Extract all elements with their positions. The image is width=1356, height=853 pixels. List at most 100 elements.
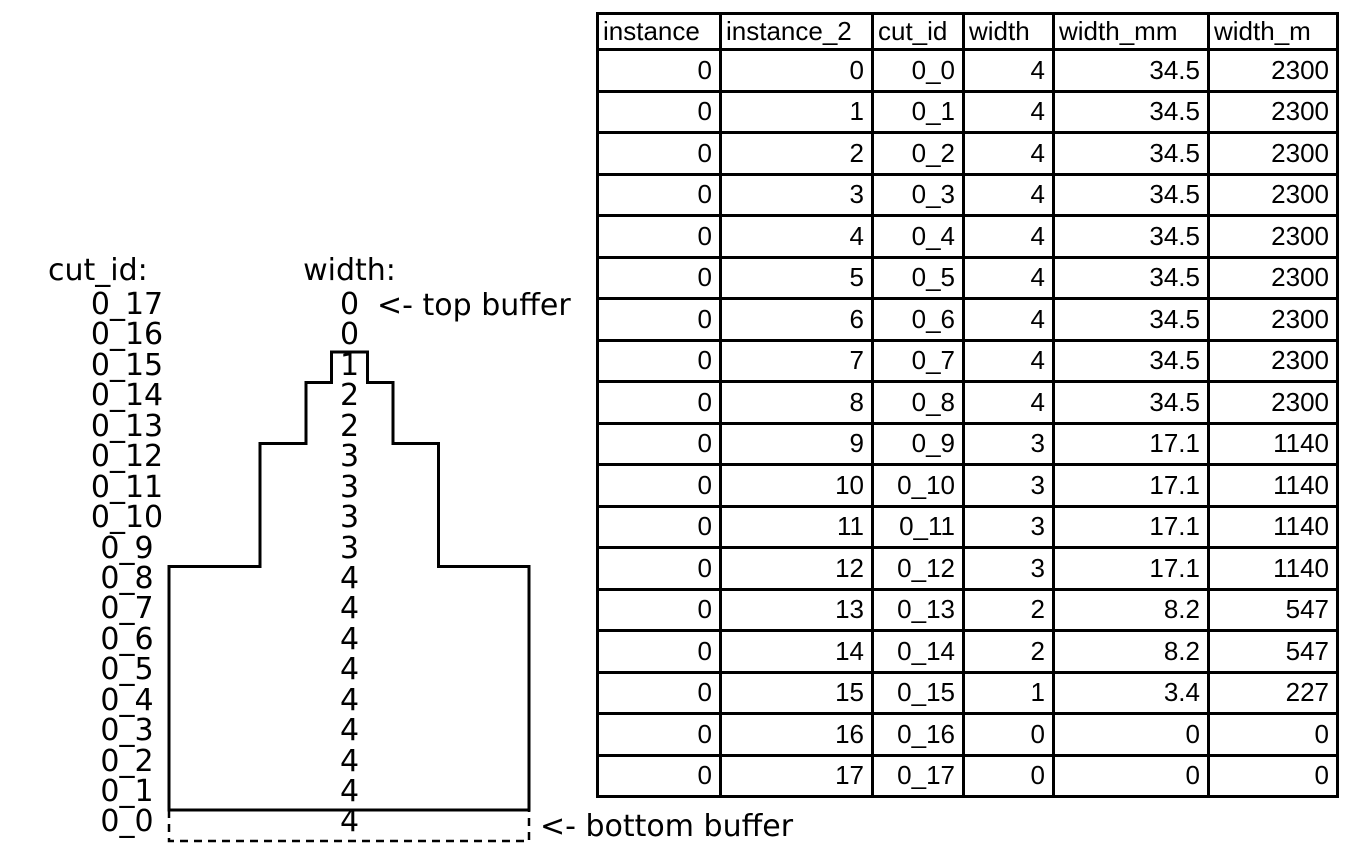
cell-width-m: 0 (1207, 712, 1339, 757)
width-value-label: 2 (339, 408, 360, 444)
width-value-label: 4 (339, 774, 360, 809)
cell-width: 3 (962, 546, 1055, 591)
cut-id-label: 0_7 (100, 591, 154, 627)
cell-width: 0 (962, 753, 1055, 798)
cell-instance-2: 16 (719, 712, 874, 757)
cell-width-m: 2300 (1207, 131, 1339, 176)
cell-width-mm: 0 (1052, 753, 1210, 798)
table-row: 0 4 0_4 4 34.5 2300 (596, 214, 1339, 259)
cell-instance: 0 (596, 421, 722, 466)
cell-width-mm: 34.5 (1052, 255, 1210, 300)
top-buffer-annotation: <- top buffer (377, 288, 571, 323)
cell-width: 4 (962, 255, 1055, 300)
cell-instance: 0 (596, 89, 722, 134)
width-value-label: 0 (339, 317, 360, 353)
cell-width-mm: 34.5 (1052, 48, 1210, 93)
table-row: 0 7 0_7 4 34.5 2300 (596, 338, 1339, 383)
cell-instance-2: 4 (719, 214, 874, 259)
cell-width: 2 (962, 629, 1055, 674)
cell-cut-id: 0_1 (871, 89, 965, 134)
width-value-label: 4 (339, 591, 360, 627)
cell-width-m: 1140 (1207, 421, 1339, 466)
diagram-row: 0_8 4 (0, 560, 596, 596)
table-row: 0 5 0_5 4 34.5 2300 (596, 255, 1339, 300)
diagram-row: 0_15 1 (0, 347, 596, 383)
table-row: 0 11 0_11 3 17.1 1140 (596, 504, 1339, 549)
cell-width: 4 (962, 89, 1055, 134)
diagram-row: 0_16 0 (0, 317, 596, 353)
cut-id-label: 0_12 (90, 439, 164, 475)
cell-width-m: 2300 (1207, 338, 1339, 383)
cell-cut-id: 0_10 (871, 463, 965, 508)
cell-width-mm: 34.5 (1052, 297, 1210, 342)
cell-width-mm: 34.5 (1052, 338, 1210, 383)
table-row: 0 0 0_0 4 34.5 2300 (596, 48, 1339, 93)
cell-instance-2: 17 (719, 753, 874, 798)
diagram-row: 0_12 3 (0, 439, 596, 475)
cell-width: 2 (962, 587, 1055, 632)
cell-width-m: 2300 (1207, 48, 1339, 93)
cut-id-label: 0_9 (100, 530, 154, 566)
cut-id-label: 0_11 (90, 469, 164, 505)
cell-width: 4 (962, 380, 1055, 425)
column-header-cell: instance (596, 12, 722, 51)
cut-id-label: 0_8 (100, 560, 154, 596)
cell-instance: 0 (596, 546, 722, 591)
cell-width-mm: 34.5 (1052, 214, 1210, 259)
cut-profile-shape (167, 350, 531, 843)
cut-id-label: 0_10 (90, 500, 164, 536)
cell-width: 0 (962, 712, 1055, 757)
cell-width-m: 2300 (1207, 380, 1339, 425)
table-row: 0 10 0_10 3 17.1 1140 (596, 463, 1339, 508)
cut-id-label: 0_13 (90, 408, 164, 444)
cell-width-m: 2300 (1207, 214, 1339, 259)
width-value-label: 2 (339, 378, 360, 414)
cell-width-m: 0 (1207, 753, 1339, 798)
cell-instance-2: 12 (719, 546, 874, 591)
cell-width-mm: 17.1 (1052, 421, 1210, 466)
cell-cut-id: 0_6 (871, 297, 965, 342)
cut-id-label: 0_2 (100, 743, 154, 779)
width-value-label: 4 (339, 713, 360, 749)
diagram-row: 0_10 3 (0, 500, 596, 536)
cell-width: 4 (962, 131, 1055, 176)
cell-width-m: 2300 (1207, 297, 1339, 342)
cell-instance: 0 (596, 463, 722, 508)
cell-width: 4 (962, 297, 1055, 342)
diagram-row: 0_13 2 (0, 408, 596, 444)
cell-width: 3 (962, 463, 1055, 508)
cut-id-label: 0_5 (100, 652, 154, 688)
cuts-table: instance instance_2 cut_id width width_m… (596, 12, 1339, 798)
cell-instance-2: 1 (719, 89, 874, 134)
cell-width: 3 (962, 421, 1055, 466)
cell-width-mm: 3.4 (1052, 670, 1210, 715)
diagram-row: 0_6 4 (0, 624, 596, 655)
width-value-label: 4 (339, 652, 360, 688)
cell-width: 3 (962, 504, 1055, 549)
table-row: 0 16 0_16 0 0 0 (596, 712, 1339, 757)
cell-instance-2: 14 (719, 629, 874, 674)
cell-cut-id: 0_12 (871, 546, 965, 591)
cell-cut-id: 0_0 (871, 48, 965, 93)
table-row: 0 12 0_12 3 17.1 1140 (596, 546, 1339, 591)
cell-width: 4 (962, 338, 1055, 383)
diagram-row: 0_9 3 (0, 530, 596, 566)
table-row: 0 14 0_14 2 8.2 547 (596, 629, 1339, 674)
cut-id-label: 0_17 (90, 287, 164, 322)
column-header-cell: width_m (1207, 12, 1339, 51)
diagram-row: 0_0 4 (0, 806, 596, 837)
width-value-label: 3 (339, 500, 360, 536)
cell-instance: 0 (596, 48, 722, 93)
diagram-row: 0_14 2 (0, 378, 596, 414)
cell-cut-id: 0_11 (871, 504, 965, 549)
cell-instance-2: 5 (719, 255, 874, 300)
cut-id-label: 0_15 (90, 347, 164, 383)
cell-cut-id: 0_8 (871, 380, 965, 425)
cell-instance-2: 7 (719, 338, 874, 383)
cell-instance-2: 13 (719, 587, 874, 632)
cell-cut-id: 0_5 (871, 255, 965, 300)
cuts-table-body: 0 0 0_0 4 34.5 2300 0 1 0_1 4 34.5 23 (596, 48, 1339, 798)
cell-width: 1 (962, 670, 1055, 715)
cell-width: 4 (962, 214, 1055, 259)
